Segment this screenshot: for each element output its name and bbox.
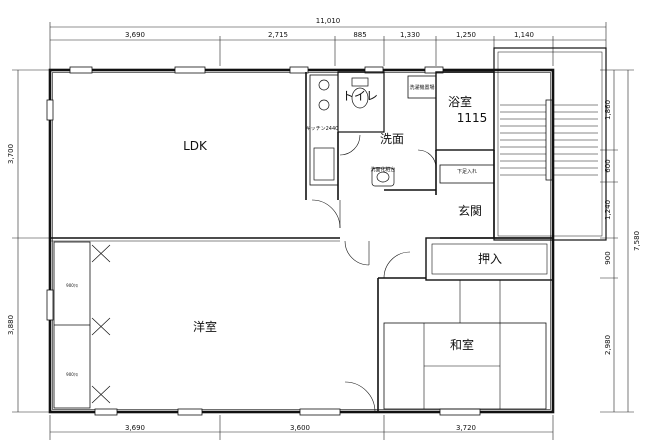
dim-top-4: 1,330 [400,31,420,39]
window-markers [46,66,481,416]
room-label-toilet: トイレ [342,89,378,103]
dim-right-4: 900 [604,251,612,264]
annotation-closet-b: 900ｸﾛ [66,371,78,377]
dim-top-3: 885 [353,31,366,39]
dim-right-1: 1,860 [604,100,612,120]
bottom-dimension-lines [49,415,554,440]
dim-right-2: 600 [604,159,612,172]
annotation-closet-a: 900ｸﾛ [66,282,78,288]
dim-top-1: 3,690 [125,31,145,39]
dim-right-5: 2,980 [604,335,612,355]
dim-top-2: 2,715 [268,31,288,39]
room-label-closet: 押入 [478,252,502,266]
left-dimension-lines [12,69,50,413]
right-dimension-lines [600,69,634,413]
top-dimension-lines [49,22,607,70]
dim-left-1: 3,700 [7,144,15,164]
dim-right-3: 1,240 [604,200,612,220]
door-swings [311,134,437,413]
room-label-japanese: 和室 [450,337,474,352]
dim-right-total: 7,580 [633,231,641,251]
fixtures [91,77,395,404]
annotation-washer: 洗濯機置場 [409,84,434,91]
room-label-bath-size: 1115 [457,111,488,125]
annotation-vanity: 洗面化粧台 [370,166,395,173]
dim-top-total: 11,010 [316,17,341,25]
dim-bottom-2: 3,600 [290,424,310,432]
room-label-bath: 浴室 [448,94,472,109]
dim-top-6: 1,140 [514,31,534,39]
room-label-western: 洋室 [193,319,217,334]
annotation-kitchen: キッチン2440 [306,126,339,132]
room-label-ldk: LDK [183,139,208,153]
dim-bottom-3: 3,720 [456,424,476,432]
interior-walls [50,71,554,412]
dim-top-5: 1,250 [456,31,476,39]
dim-bottom-1: 3,690 [125,424,145,432]
staircase [493,47,607,241]
room-label-washroom: 洗面 [380,132,404,146]
dim-left-2: 3,880 [7,315,15,335]
room-label-entrance: 玄関 [458,203,482,218]
annotation-shoe-box: 下足入れ [457,169,477,175]
